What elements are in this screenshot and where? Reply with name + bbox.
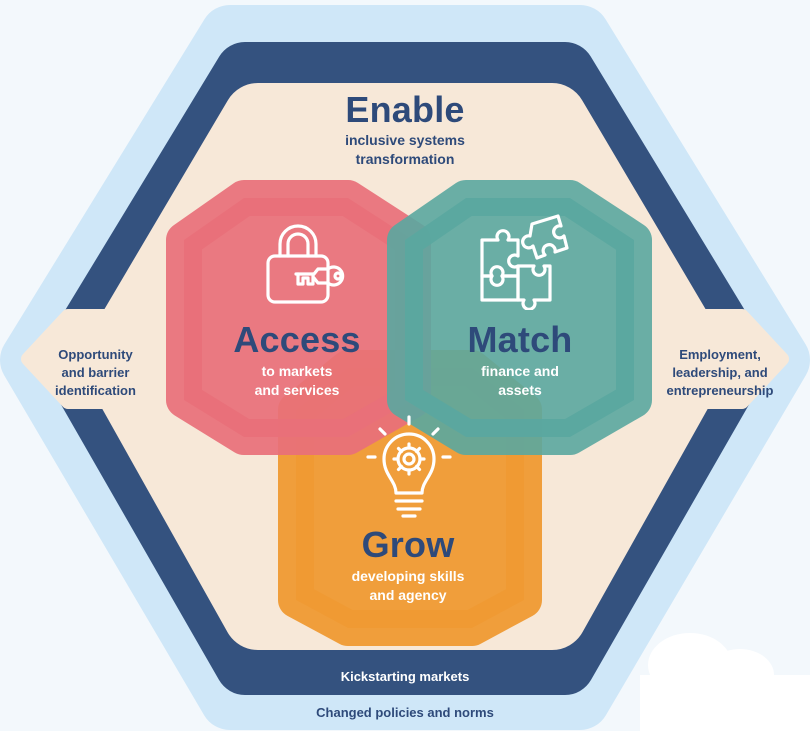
access-subtitle-line1: to markets bbox=[261, 363, 333, 379]
right-tab-line3: entrepreneurship bbox=[666, 383, 774, 398]
padlock-key-icon bbox=[266, 224, 345, 304]
grow-subtitle-line2: and agency bbox=[369, 587, 447, 603]
left-tab-line1: Opportunity bbox=[58, 347, 133, 362]
match-subtitle-line2: assets bbox=[498, 382, 542, 398]
changed-policies-label: Changed policies and norms bbox=[316, 705, 494, 720]
match-title: Match bbox=[467, 319, 573, 360]
enable-title: Enable bbox=[345, 89, 465, 130]
access-title: Access bbox=[233, 319, 361, 360]
match-hexagon bbox=[387, 180, 652, 455]
cloud-decoration bbox=[640, 633, 810, 731]
left-tab-line3: identification bbox=[55, 383, 136, 398]
grow-title: Grow bbox=[361, 524, 455, 565]
right-tab-line2: leadership, and bbox=[672, 365, 768, 380]
puzzle-icon bbox=[480, 214, 569, 310]
lightbulb-gear-icon bbox=[366, 415, 452, 518]
left-tab-line2: and barrier bbox=[61, 365, 130, 380]
match-subtitle-line1: finance and bbox=[481, 363, 559, 379]
right-tab-line1: Employment, bbox=[679, 347, 761, 362]
kickstarting-markets-label: Kickstarting markets bbox=[340, 669, 470, 684]
access-subtitle-line2: and services bbox=[254, 382, 340, 398]
left-tab bbox=[21, 309, 167, 409]
grow-subtitle-line1: developing skills bbox=[351, 568, 465, 584]
enable-subtitle-line2: transformation bbox=[355, 151, 455, 167]
enable-subtitle-line1: inclusive systems bbox=[345, 132, 465, 148]
access-hexagon bbox=[166, 180, 431, 455]
